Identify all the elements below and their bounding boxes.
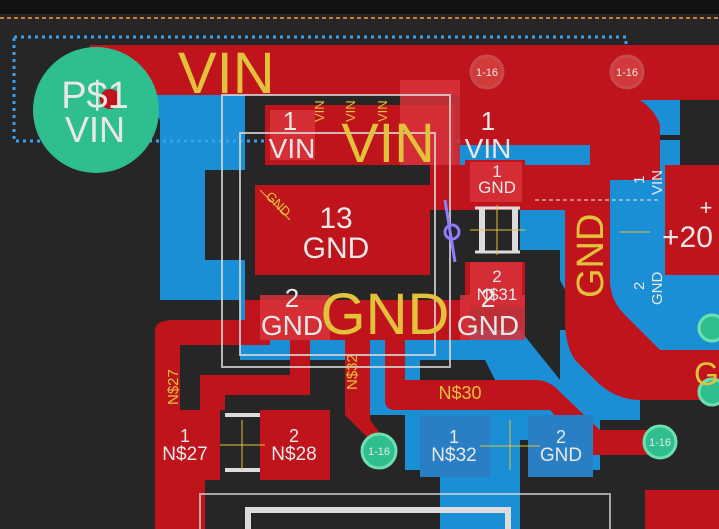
top-trace-n27 bbox=[155, 320, 270, 410]
silk-u1-inner bbox=[239, 132, 436, 356]
pad-u1-pin2a bbox=[260, 295, 330, 340]
pad-p1-ring bbox=[33, 47, 159, 173]
airwire bbox=[443, 199, 461, 263]
r1-pin2-num: 2 bbox=[289, 426, 299, 446]
u1-pin1-num: 1 bbox=[283, 106, 297, 136]
net-vin-center: VIN bbox=[341, 111, 434, 174]
top-pad-r1-n28 bbox=[260, 410, 330, 480]
c1-pin1-net: GND bbox=[478, 178, 516, 197]
u1-pin1-net: VIN bbox=[269, 133, 316, 164]
top-pad-r1-n27 bbox=[155, 410, 220, 480]
pad-c1-bottom bbox=[470, 262, 522, 307]
cap-value: +20 bbox=[662, 221, 713, 254]
top-pad-cap-right bbox=[665, 165, 719, 275]
u1-pin13-num: 13 bbox=[319, 202, 352, 235]
cap-pin2-num: 2 bbox=[631, 282, 648, 290]
via-label: 1-16 bbox=[616, 67, 638, 79]
top-trace-bottom-left bbox=[155, 470, 205, 529]
r1-pin1-net: N$27 bbox=[162, 444, 207, 465]
via-label: 1-16 bbox=[649, 437, 671, 449]
airwire-end bbox=[443, 223, 461, 241]
cap-pin1-net: VIN bbox=[649, 170, 666, 195]
u1-pin13-net: GND bbox=[303, 232, 370, 265]
r1-pin2-net: N$28 bbox=[271, 444, 316, 465]
net-gnd-center: GND bbox=[321, 282, 450, 347]
pad-u1-pin1 bbox=[270, 110, 315, 160]
cap-pin2-net: GND bbox=[649, 272, 666, 306]
right-pin1-num: 1 bbox=[481, 106, 495, 136]
silk-bottom-part-inner bbox=[245, 507, 511, 529]
airwire-line bbox=[443, 199, 457, 263]
c1-pin2-num: 2 bbox=[492, 267, 501, 286]
net-n32-vertical: N$32 bbox=[344, 354, 361, 390]
net-gnd-vertical: GND bbox=[570, 214, 612, 298]
u1-pin2-net: GND bbox=[261, 310, 323, 341]
right-pin2-num: 2 bbox=[481, 283, 495, 313]
labels: P$1 VIN VIN 1-16 1-16 1-16 1-16 1 VIN VI… bbox=[61, 41, 719, 466]
vias bbox=[360, 54, 719, 470]
pad-r2-n32 bbox=[420, 415, 490, 477]
bottom-pads bbox=[420, 415, 593, 477]
via[interactable] bbox=[697, 313, 719, 343]
via-label: 1-16 bbox=[368, 446, 390, 458]
via-label: 1-16 bbox=[476, 67, 498, 79]
cap-pin1-num: 1 bbox=[631, 176, 648, 184]
top-trace-n32 bbox=[345, 335, 385, 440]
pad-p1-net: VIN bbox=[65, 109, 125, 150]
u1-vin-tiny: VIN bbox=[375, 100, 390, 122]
origin-marks bbox=[220, 189, 650, 470]
right-pin2-net: GND bbox=[457, 310, 519, 341]
top-trace-bottom-right bbox=[645, 490, 719, 529]
pad-p1-name: P$1 bbox=[61, 75, 129, 117]
net-n30: N$30 bbox=[438, 383, 481, 403]
u1-vin-tiny: VIN bbox=[343, 100, 358, 122]
pad-c1-top bbox=[470, 162, 522, 202]
top-trace-n28 bbox=[200, 340, 310, 410]
u1-pin2-num: 2 bbox=[285, 283, 299, 313]
net-g-edge: G bbox=[694, 356, 719, 392]
cap-plus: + bbox=[700, 195, 713, 220]
via[interactable] bbox=[360, 432, 398, 470]
u1-vin-tiny: VIN bbox=[312, 100, 327, 122]
via[interactable] bbox=[642, 424, 678, 460]
top-pad-u1-gnd-tab bbox=[255, 185, 430, 275]
top-edge-band bbox=[0, 0, 719, 14]
via[interactable] bbox=[609, 54, 645, 90]
pad-p1[interactable] bbox=[33, 47, 159, 173]
right-pin1-net: VIN bbox=[465, 133, 512, 164]
net-vin-large: VIN bbox=[178, 41, 275, 106]
silk-bottom-part bbox=[199, 493, 611, 529]
r2-pin2-num: 2 bbox=[556, 427, 566, 447]
via[interactable] bbox=[697, 377, 719, 407]
r1-pin1-num: 1 bbox=[180, 426, 190, 446]
r2-pin1-num: 1 bbox=[449, 427, 459, 447]
origin-mark bbox=[259, 189, 291, 221]
c1-pin1-num: 1 bbox=[492, 162, 501, 181]
c1-pin2-net: N$31 bbox=[477, 285, 518, 304]
net-n27-vertical: N$27 bbox=[165, 369, 182, 405]
via[interactable] bbox=[469, 54, 505, 90]
r2-pin1-net: N$32 bbox=[431, 445, 476, 466]
pad-highlights bbox=[260, 80, 525, 340]
pad-p1-drill bbox=[100, 89, 120, 109]
top-trace-gnd-vertical bbox=[565, 165, 719, 400]
r2-pin2-net: GND bbox=[540, 445, 582, 466]
top-trace-vin-bus bbox=[90, 45, 719, 180]
